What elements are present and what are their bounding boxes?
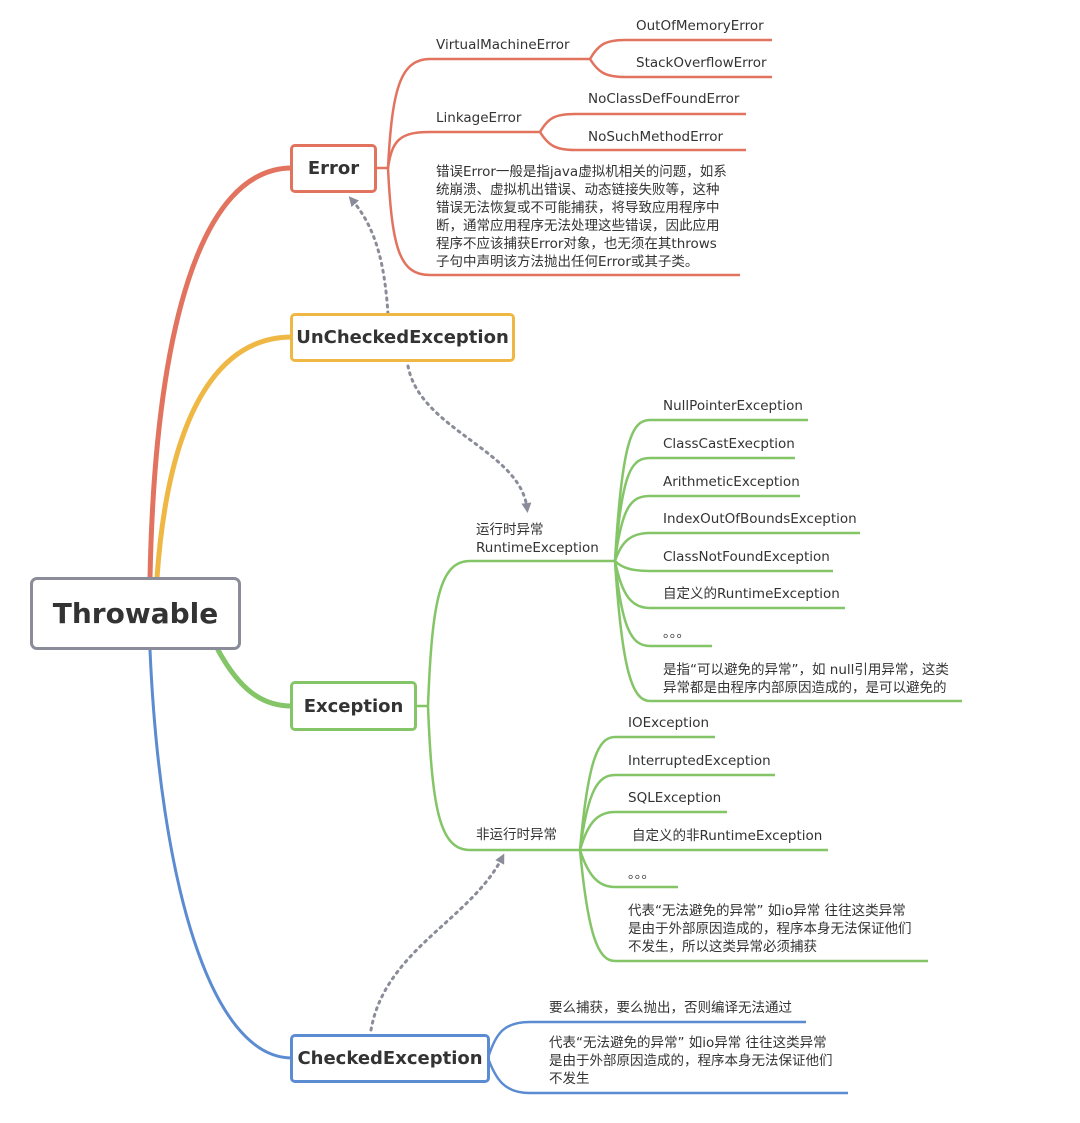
root-label: Throwable — [52, 597, 219, 630]
arithmetic-exception-label[interactable]: ArithmeticException — [663, 474, 800, 490]
interrupted-exception-label[interactable]: InterruptedException — [628, 753, 771, 769]
root-node[interactable]: Throwable — [30, 577, 241, 650]
runtime-exception-label[interactable]: 运行时异常 RuntimeException — [476, 522, 599, 556]
class-not-found-exception-label[interactable]: ClassNotFoundException — [663, 549, 830, 565]
vm-error-label[interactable]: VirtualMachineError — [436, 37, 570, 53]
branch-exception-label: Exception — [303, 695, 404, 717]
root-error-link — [147, 165, 295, 581]
branch-error[interactable]: Error — [290, 144, 377, 193]
custom-non-runtime-exception-label[interactable]: 自定义的非RuntimeException — [632, 828, 823, 844]
custom-runtime-exception-label[interactable]: 自定义的RuntimeException — [663, 586, 840, 602]
runtime-description: 是指“可以避免的异常”，如 null引用异常，这类 异常都是由程序内部原因造成的… — [663, 662, 949, 696]
branch-unchecked-exception[interactable]: UnCheckedException — [290, 313, 515, 362]
class-cast-execption-label[interactable]: ClassCastExecption — [663, 436, 795, 452]
root-exception-link — [215, 647, 295, 709]
no-class-def-found-error-label[interactable]: NoClassDefFoundError — [588, 91, 740, 107]
error-description: 错误Error一般是指java虚拟机相关的问题，如系 统崩溃、虚拟机出错误、动态… — [436, 164, 727, 270]
null-pointer-exception-label[interactable]: NullPointerException — [663, 398, 803, 414]
stack-overflow-error-label[interactable]: StackOverflowError — [636, 55, 767, 71]
branch-exception[interactable]: Exception — [290, 681, 417, 731]
root-checked-link — [148, 648, 294, 1060]
branch-checked-label: CheckedException — [297, 1048, 483, 1069]
branch-checked-exception[interactable]: CheckedException — [290, 1034, 490, 1083]
no-such-method-error-label[interactable]: NoSuchMethodError — [588, 129, 723, 145]
index-out-of-bounds-exception-label[interactable]: IndexOutOfBoundsException — [663, 511, 857, 527]
root-unchecked-link — [154, 334, 295, 581]
sql-exception-label[interactable]: SQLException — [628, 790, 722, 806]
branch-unchecked-label: UnCheckedException — [296, 327, 509, 348]
non-runtime-description: 代表“无法避免的异常” 如io异常 往往这类异常 是由于外部原因造成的，程序本身… — [628, 903, 912, 955]
checked-description: 代表“无法避免的异常” 如io异常 往往这类异常 是由于外部原因造成的，程序本身… — [549, 1035, 833, 1087]
non-runtime-ellipsis-label[interactable]: 。。。 — [628, 866, 655, 882]
io-exception-label[interactable]: IOException — [628, 715, 710, 731]
out-of-memory-error-label[interactable]: OutOfMemoryError — [636, 18, 764, 34]
linkage-error-label[interactable]: LinkageError — [436, 110, 522, 126]
runtime-ellipsis-label[interactable]: 。。。 — [663, 625, 690, 641]
non-runtime-exception-label[interactable]: 非运行时异常 — [476, 827, 557, 843]
checked-rule-label[interactable]: 要么捕获，要么抛出，否则编译无法通过 — [549, 1000, 792, 1016]
branch-error-label: Error — [307, 158, 360, 179]
